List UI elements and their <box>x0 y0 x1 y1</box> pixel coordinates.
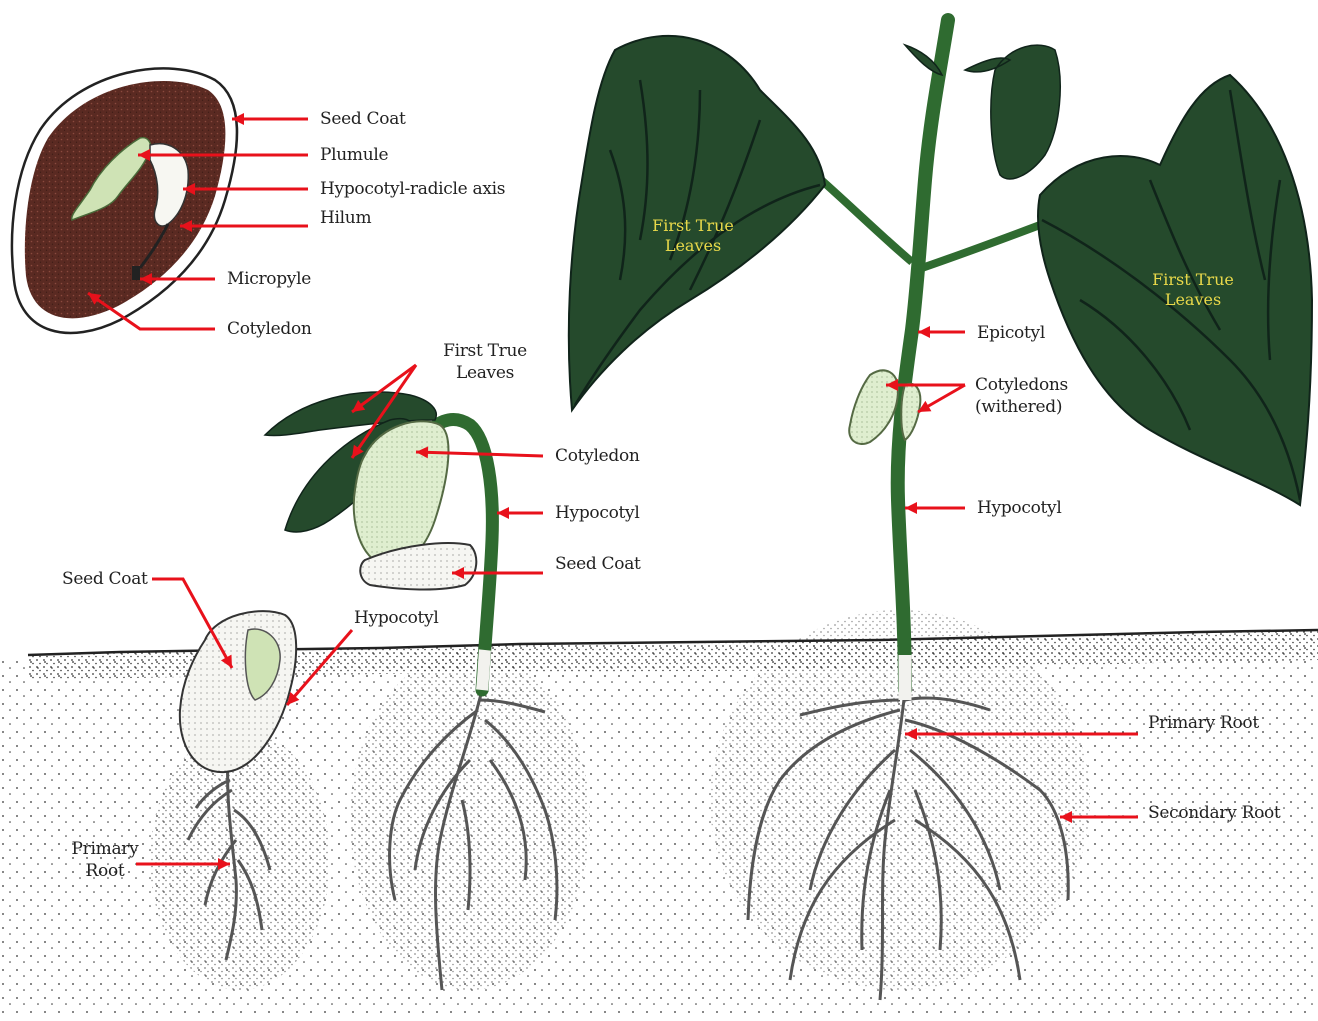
label-seed-cotyledon: Cotyledon <box>227 318 312 340</box>
root-zone-shading-2 <box>350 650 590 990</box>
stage3-stem <box>898 20 948 690</box>
label-plumule: Plumule <box>320 144 388 166</box>
seed-cross-section <box>12 68 237 333</box>
stage2-stem-pale-base <box>482 650 485 690</box>
stage3-leaf-stalk-right <box>916 225 1040 270</box>
label-stage1-seed-coat: Seed Coat <box>62 568 148 590</box>
seed-micropyle <box>132 266 140 280</box>
label-stage2-cotyledon: Cotyledon <box>555 445 640 467</box>
root-zone-shading-1 <box>150 730 330 990</box>
label-stage2-first-true-leaves: First True Leaves <box>440 340 530 384</box>
label-micropyle: Micropyle <box>227 268 311 290</box>
label-hypocotyl-radicle-axis: Hypocotyl-radicle axis <box>320 178 505 200</box>
arrow-stage3-epicotyl-head <box>918 326 930 338</box>
label-stage2-hypocotyl: Hypocotyl <box>555 502 639 524</box>
arrow-stage3-hypocotyl-head <box>905 502 917 514</box>
label-stage3-leaf-left: First True Leaves <box>648 216 738 256</box>
label-stage1-hypocotyl: Hypocotyl <box>354 607 438 629</box>
label-stage3-secondary-root: Secondary Root <box>1148 802 1280 824</box>
label-hilum: Hilum <box>320 207 371 229</box>
label-stage2-seed-coat: Seed Coat <box>555 553 641 575</box>
label-stage1-primary-root: Primary Root <box>70 838 140 882</box>
label-stage3-primary-root: Primary Root <box>1148 712 1259 734</box>
label-stage3-hypocotyl: Hypocotyl <box>977 497 1061 519</box>
label-stage3-leaf-right: First True Leaves <box>1148 270 1238 310</box>
label-seed-coat: Seed Coat <box>320 108 406 130</box>
label-stage3-cotyledons-withered: Cotyledons (withered) <box>975 374 1075 418</box>
label-stage3-epicotyl: Epicotyl <box>977 322 1045 344</box>
